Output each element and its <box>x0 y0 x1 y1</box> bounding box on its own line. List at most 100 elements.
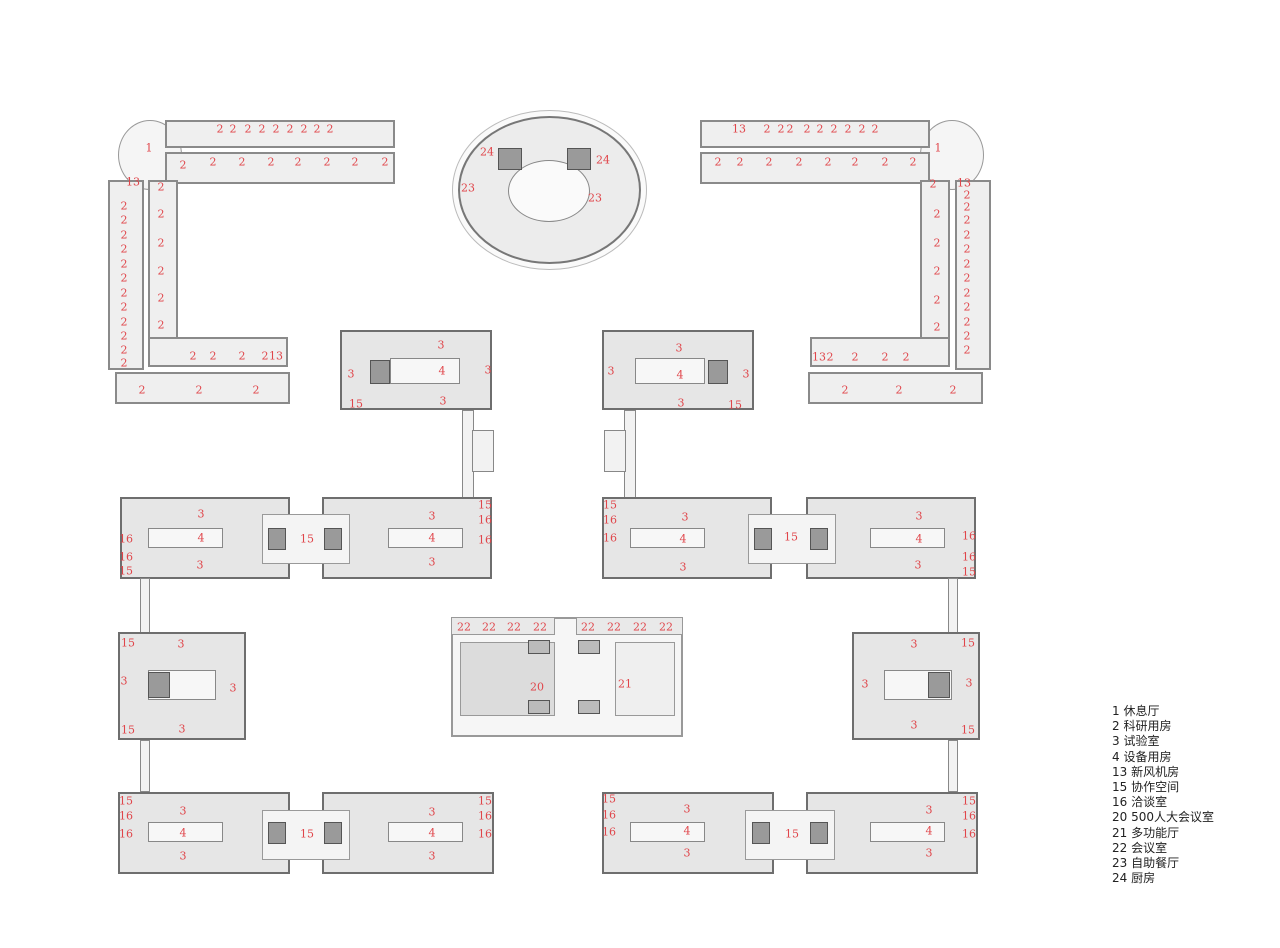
legend-item: 16 洽谈室 <box>1112 795 1168 810</box>
room-label: 16 <box>119 532 133 546</box>
room-label: 4 <box>683 824 691 838</box>
room-label: 15 <box>478 794 492 808</box>
stair-core <box>928 672 950 698</box>
room-label: 2 <box>881 350 889 364</box>
room-label: 2 <box>216 122 224 136</box>
room-label: 22 <box>457 620 471 634</box>
legend-item: 3 试验室 <box>1112 734 1160 749</box>
room-label: 22 <box>533 620 547 634</box>
room-label: 3 <box>196 558 204 572</box>
core <box>578 640 600 654</box>
room-label: 15 <box>961 723 975 737</box>
room-label: 4 <box>676 368 684 382</box>
equipment-core <box>148 528 223 548</box>
room-label: 22 <box>507 620 521 634</box>
room-label: 2 <box>120 300 128 314</box>
room-label: 13 <box>269 349 283 363</box>
stair-core <box>370 360 390 384</box>
room-label: 2 <box>120 271 128 285</box>
room-label: 2 <box>229 122 237 136</box>
room-label: 2 <box>157 264 165 278</box>
room-label: 15 <box>961 636 975 650</box>
room-label: 24 <box>596 153 610 167</box>
room-label: 2 <box>120 315 128 329</box>
room-label: 15 <box>121 723 135 737</box>
room-label: 16 <box>478 533 492 547</box>
room-label: 2 <box>120 242 128 256</box>
room-label: 2 <box>261 349 269 363</box>
room-label: 2 <box>244 122 252 136</box>
room-label: 2 <box>803 122 811 136</box>
room-label: 13 <box>812 350 826 364</box>
room-label: 2 <box>844 122 852 136</box>
room-label: 15 <box>728 398 742 412</box>
room-label: 15 <box>602 792 616 806</box>
core <box>528 640 550 654</box>
room-label: 16 <box>119 827 133 841</box>
room-label: 15 <box>784 530 798 544</box>
kitchen-core-left <box>498 148 522 170</box>
room-label: 21 <box>618 677 632 691</box>
room-label: 2 <box>933 293 941 307</box>
wing-east-inner <box>920 180 950 340</box>
room-label: 2 <box>120 257 128 271</box>
stair-core <box>148 672 170 698</box>
room-label: 15 <box>119 794 133 808</box>
stair-core <box>268 822 286 844</box>
wing-south-block <box>808 372 983 404</box>
room-label: 2 <box>120 286 128 300</box>
room-label: 3 <box>197 507 205 521</box>
room-label: 2 <box>272 122 280 136</box>
room-label: 2 <box>120 329 128 343</box>
room-label: 2 <box>120 199 128 213</box>
room-label: 22 <box>482 620 496 634</box>
stair-core <box>324 822 342 844</box>
room-label: 2 <box>238 155 246 169</box>
room-label: 3 <box>861 677 869 691</box>
equipment-core <box>630 822 705 842</box>
legend-item: 20 500人大会议室 <box>1112 810 1214 825</box>
room-label: 2 <box>313 122 321 136</box>
stair-core <box>810 822 828 844</box>
room-label: 3 <box>914 558 922 572</box>
room-label: 2 <box>238 349 246 363</box>
room-label: 2 <box>963 271 971 285</box>
room-label: 2 <box>963 200 971 214</box>
room-label: 3 <box>925 846 933 860</box>
room-label: 2 <box>963 300 971 314</box>
room-label: 2 <box>294 155 302 169</box>
room-label: 2 <box>963 343 971 357</box>
room-label: 2 <box>179 158 187 172</box>
room-label: 16 <box>962 827 976 841</box>
room-label: 3 <box>910 637 918 651</box>
room-label: 2 <box>933 236 941 250</box>
room-label: 13 <box>732 122 746 136</box>
room-label: 3 <box>437 338 445 352</box>
room-label: 2 <box>826 350 834 364</box>
room-label: 4 <box>915 532 923 546</box>
stair-core <box>752 822 770 844</box>
core <box>528 700 550 714</box>
room-label: 4 <box>925 824 933 838</box>
room-label: 2 <box>963 213 971 227</box>
room-label: 16 <box>962 529 976 543</box>
room-label: 3 <box>439 394 447 408</box>
room-label: 2 <box>963 257 971 271</box>
wing-north-rooms <box>165 120 395 148</box>
room-label: 16 <box>602 808 616 822</box>
room-label: 16 <box>962 550 976 564</box>
room-label: 3 <box>679 560 687 574</box>
room-label: 3 <box>742 367 750 381</box>
room-label: 2 <box>830 122 838 136</box>
room-label: 23 <box>588 191 602 205</box>
wing-south-rooms <box>810 337 950 367</box>
stair-core <box>324 528 342 550</box>
room-label: 15 <box>962 794 976 808</box>
room-label: 15 <box>119 564 133 578</box>
room-label: 2 <box>252 383 260 397</box>
room-label: 2 <box>157 236 165 250</box>
room-label: 2 <box>933 264 941 278</box>
room-label: 4 <box>428 826 436 840</box>
legend-item: 2 科研用房 <box>1112 719 1172 734</box>
room-label: 3 <box>428 555 436 569</box>
